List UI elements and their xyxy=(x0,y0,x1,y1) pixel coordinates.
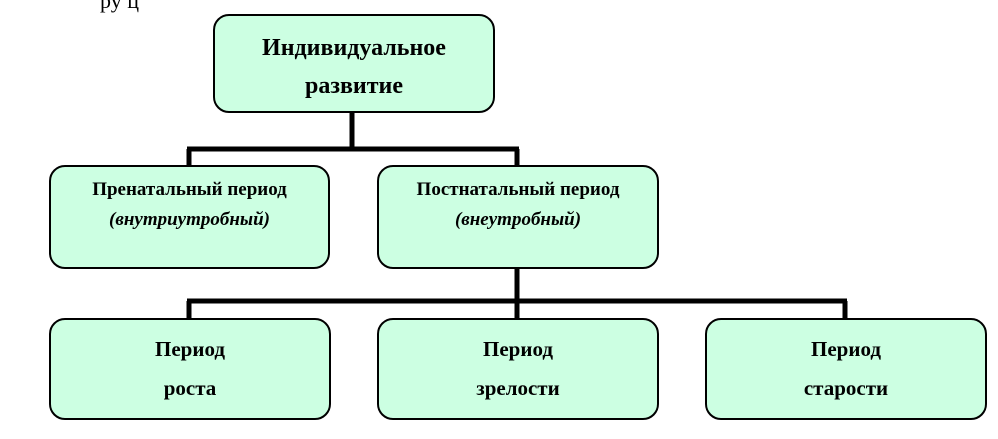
node-old-age-period: Период старости xyxy=(705,318,987,420)
node-individual-development: Индивидуальное развитие xyxy=(213,14,495,113)
node-label-line1: Период xyxy=(483,337,553,361)
node-label-line2: развитие xyxy=(304,73,404,99)
node-growth-period: Период роста xyxy=(49,318,331,420)
node-label-line1: Период xyxy=(155,337,225,361)
node-title: Постнатальный период xyxy=(416,179,620,200)
node-maturity-period: Период зрелости xyxy=(377,318,659,420)
node-label-line1: Период xyxy=(811,337,881,361)
node-title: Пренатальный период xyxy=(92,179,287,200)
node-subtitle: (внутриутробный) xyxy=(109,209,270,230)
node-subtitle: (внеутробный) xyxy=(454,209,582,230)
node-label-line2: зрелости xyxy=(476,376,560,400)
node-label-line1: Индивидуальное xyxy=(262,35,446,61)
cropped-header-text: ру ц xyxy=(100,0,139,13)
node-prenatal-period: Пренатальный период (внутриутробный) xyxy=(49,165,330,269)
node-label-line2: старости xyxy=(803,376,889,400)
node-label-line2: роста xyxy=(163,376,217,400)
node-postnatal-period: Постнатальный период (внеутробный) xyxy=(377,165,659,269)
